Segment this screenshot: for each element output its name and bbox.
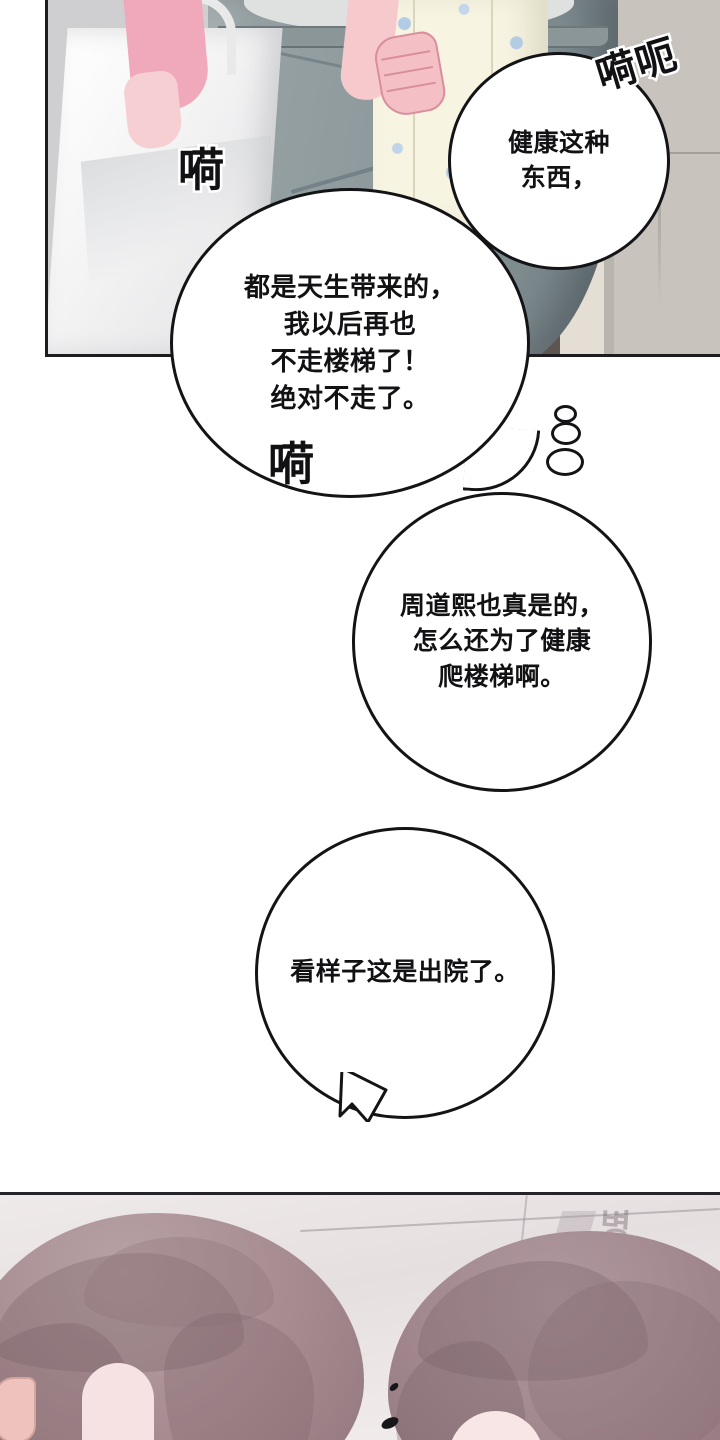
left-hand (122, 69, 184, 151)
sfx-he-mid: 嗬 (268, 438, 315, 490)
head-right (388, 1231, 720, 1440)
thought-dot-small (554, 405, 577, 423)
finger-line (383, 65, 434, 77)
hair-parting-left (82, 1363, 154, 1440)
motion-marks (381, 1383, 399, 1429)
overhead-heads-panel: 병 (0, 1192, 720, 1440)
bubble-thought-text: 周道熙也真是的， 怎么还为了健康 爬楼梯啊。 (399, 591, 604, 691)
thought-dot-large (546, 448, 584, 476)
bubble-health: 健康这种 东西， (448, 52, 670, 270)
sfx-he-left: 嗬 (176, 142, 227, 199)
hair-strand (528, 1281, 720, 1440)
bubble-health-text: 健康这种 东西， (507, 128, 610, 193)
thought-dot-medium (551, 422, 581, 445)
wall-stain (658, 155, 661, 305)
finger-line (380, 50, 431, 61)
hair-strand (84, 1237, 274, 1327)
ear-left (0, 1377, 36, 1440)
bubble-stairs-text: 都是天生带来的， 我以后再也 不走楼梯了！ 绝对不走了。 (243, 272, 456, 413)
speech-tail-discharge (338, 1068, 390, 1122)
finger-line (386, 81, 437, 93)
bubble-stairs: 都是天生带来的， 我以后再也 不走楼梯了！ 绝对不走了。 (170, 188, 530, 498)
bubble-thought: 周道熙也真是的， 怎么还为了健康 爬楼梯啊。 (352, 492, 652, 792)
hair-strand (164, 1313, 314, 1440)
bubble-discharge: 看样子这是出院了。 (255, 827, 555, 1119)
bubble-discharge-text: 看样子这是出院了。 (290, 958, 520, 987)
